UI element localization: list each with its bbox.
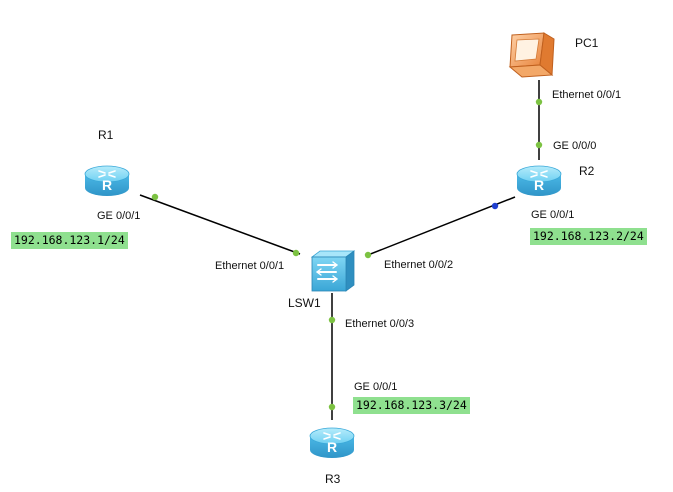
r1-label: R1 <box>98 128 114 142</box>
port-dot-lsw1-eth002 <box>364 251 372 259</box>
r3-label: R3 <box>325 472 341 486</box>
pc1-pc-icon[interactable] <box>508 32 555 78</box>
r2-label: R2 <box>579 164 595 178</box>
port-dot-r2-ge001 <box>491 202 499 210</box>
r2-router-icon[interactable] <box>516 165 562 197</box>
port-label-lsw1-eth001: Ethernet 0/0/1 <box>215 260 285 272</box>
lsw1-label: LSW1 <box>288 296 321 310</box>
port-label-r3-ge001: GE 0/0/1 <box>354 381 398 393</box>
ip-label-r2: 192.168.123.2/24 <box>530 228 647 245</box>
pc1-label: PC1 <box>575 36 599 50</box>
link-r1-lsw1[interactable] <box>139 194 301 255</box>
links <box>139 80 540 420</box>
port-label-r2-ge001: GE 0/0/1 <box>531 209 575 221</box>
port-dot-r2-ge000 <box>535 141 543 149</box>
port-label-r2-ge000: GE 0/0/0 <box>553 140 597 152</box>
port-dots <box>151 98 543 411</box>
ip-label-r1: 192.168.123.1/24 <box>11 232 128 249</box>
port-label-r1-ge001: GE 0/0/1 <box>97 210 141 222</box>
link-lsw1-r2[interactable] <box>367 196 516 256</box>
r3-router-icon[interactable] <box>309 427 355 459</box>
port-dot-pc1-eth001 <box>535 98 543 106</box>
port-dot-lsw1-eth001 <box>292 249 300 257</box>
lsw1-switch-icon[interactable] <box>310 250 356 292</box>
port-dot-r3-ge001 <box>328 403 336 411</box>
port-dot-r1-ge001 <box>151 193 159 201</box>
port-label-pc1-eth001: Ethernet 0/0/1 <box>552 89 622 101</box>
port-label-lsw1-eth003: Ethernet 0/0/3 <box>345 318 415 330</box>
r1-router-icon[interactable] <box>84 165 130 197</box>
port-dot-lsw1-eth003 <box>328 316 336 324</box>
ip-label-r3: 192.168.123.3/24 <box>353 397 470 414</box>
port-label-lsw1-eth002: Ethernet 0/0/2 <box>384 259 454 271</box>
